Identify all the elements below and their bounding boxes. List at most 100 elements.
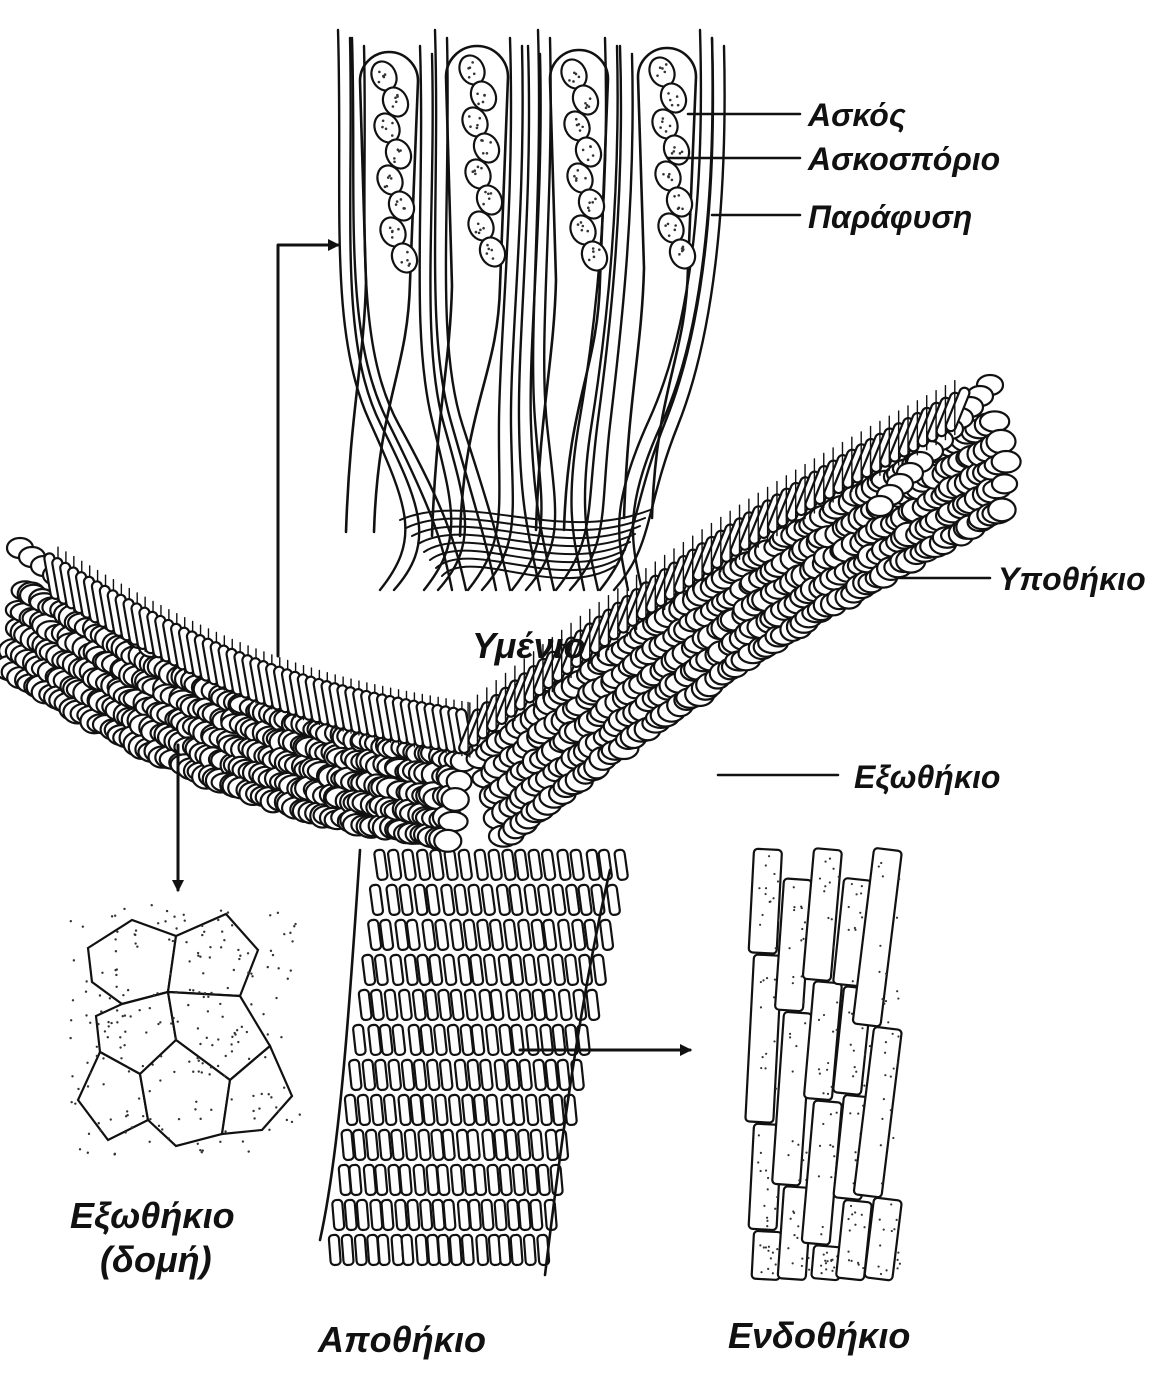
stalk-cell	[467, 1059, 480, 1090]
spore-stipple	[487, 248, 490, 251]
stipple-dot	[849, 1229, 851, 1231]
stipple-dot	[166, 910, 168, 912]
stipple-dot	[157, 1023, 159, 1025]
spore-stipple	[587, 159, 590, 162]
stalk-cell	[486, 1095, 499, 1126]
stipple-dot	[210, 1109, 212, 1111]
stalk-cell	[371, 989, 384, 1020]
spore-stipple	[473, 169, 476, 172]
stalk-cell	[559, 989, 572, 1020]
stipple-dot	[207, 996, 209, 998]
endothecium-hypha-cell	[749, 849, 782, 954]
stipple-dot	[197, 1143, 199, 1145]
stipple-dot	[142, 1115, 144, 1117]
stipple-dot	[800, 939, 802, 941]
stipple-dot	[878, 971, 880, 973]
stalk-cell	[388, 849, 402, 880]
stipple-dot	[767, 1177, 769, 1179]
stipple-dot	[760, 1067, 762, 1069]
stipple-dot	[202, 972, 204, 974]
stipple-dot	[201, 1062, 203, 1064]
stipple-dot	[848, 929, 850, 931]
stalk-cell	[487, 1165, 500, 1196]
stipple-dot	[142, 1065, 144, 1067]
stipple-dot	[237, 1041, 239, 1043]
stipple-dot	[885, 1041, 887, 1043]
stipple-dot	[86, 1062, 88, 1064]
stipple-dot	[219, 1141, 221, 1143]
spore-stipple	[473, 72, 476, 75]
stalk-cell	[444, 849, 458, 880]
stipple-dot	[787, 1247, 789, 1249]
stipple-dot	[833, 1155, 835, 1157]
stipple-dot	[822, 1226, 824, 1228]
stipple-dot	[883, 1229, 885, 1231]
spore-stipple	[400, 261, 403, 264]
stalk-cell	[502, 849, 516, 880]
spore-stipple	[678, 207, 681, 210]
stipple-dot	[238, 958, 240, 960]
spore-stipple	[681, 150, 684, 153]
stipple-dot	[88, 1133, 90, 1135]
excipulum-cell	[988, 499, 1015, 522]
stalk-cell	[488, 849, 502, 880]
stalk-cell	[407, 1200, 419, 1231]
stipple-dot	[136, 945, 138, 947]
label-paraphysis: Παράφυση	[808, 199, 972, 235]
stalk-cell	[474, 849, 488, 880]
stipple-dot	[772, 1272, 774, 1274]
stalk-cell	[443, 954, 457, 985]
stipple-dot	[101, 972, 103, 974]
stalk-cell	[362, 1059, 375, 1090]
stipple-dot	[898, 878, 900, 880]
stipple-dot	[114, 969, 116, 971]
spore-stipple	[593, 256, 596, 259]
stipple-dot	[864, 1054, 866, 1056]
stipple-dot	[89, 1072, 91, 1074]
stipple-dot	[70, 1019, 72, 1021]
stipple-dot	[258, 1107, 260, 1109]
stipple-dot	[830, 1113, 832, 1115]
stipple-dot	[158, 1125, 160, 1127]
stalk-cell	[420, 1200, 432, 1231]
spore-stipple	[673, 146, 676, 149]
stalk-cell	[471, 1024, 484, 1055]
stalk-cell	[505, 1130, 518, 1161]
stipple-dot	[880, 862, 882, 864]
stipple-dot	[880, 1144, 882, 1146]
stipple-dot	[211, 1044, 213, 1046]
stipple-dot	[287, 978, 289, 980]
stipple-dot	[824, 885, 826, 887]
stalk-cell	[442, 1130, 455, 1161]
stalk-cell	[538, 954, 552, 985]
stipple-dot	[878, 865, 880, 867]
spore-stipple	[664, 224, 667, 227]
spore-stipple	[486, 244, 489, 247]
spore-stipple	[676, 95, 679, 98]
stipple-dot	[248, 1150, 250, 1152]
stipple-dot	[69, 1037, 71, 1039]
stipple-dot	[819, 877, 821, 879]
stipple-dot	[852, 1075, 854, 1077]
stalk-cell	[349, 1165, 362, 1196]
stalk-cell	[357, 1095, 370, 1126]
stipple-dot	[202, 1149, 204, 1151]
spore-stipple	[398, 150, 401, 153]
stipple-dot	[884, 1052, 886, 1054]
stalk-cell	[476, 1235, 488, 1266]
label-hymenium: Υμένιο	[472, 625, 586, 666]
stipple-dot	[826, 1069, 828, 1071]
spore-stipple	[408, 262, 411, 265]
stipple-dot	[192, 1071, 194, 1073]
stipple-dot	[173, 1071, 175, 1073]
stipple-dot	[204, 992, 206, 994]
stipple-dot	[175, 991, 177, 993]
stipple-dot	[773, 1040, 775, 1042]
stalk-cell	[454, 884, 468, 915]
stipple-dot	[823, 1014, 825, 1016]
stipple-dot	[793, 909, 795, 911]
spore-stipple	[582, 225, 585, 228]
spore-stipple	[477, 166, 480, 169]
stipple-dot	[156, 992, 158, 994]
stipple-dot	[761, 914, 763, 916]
